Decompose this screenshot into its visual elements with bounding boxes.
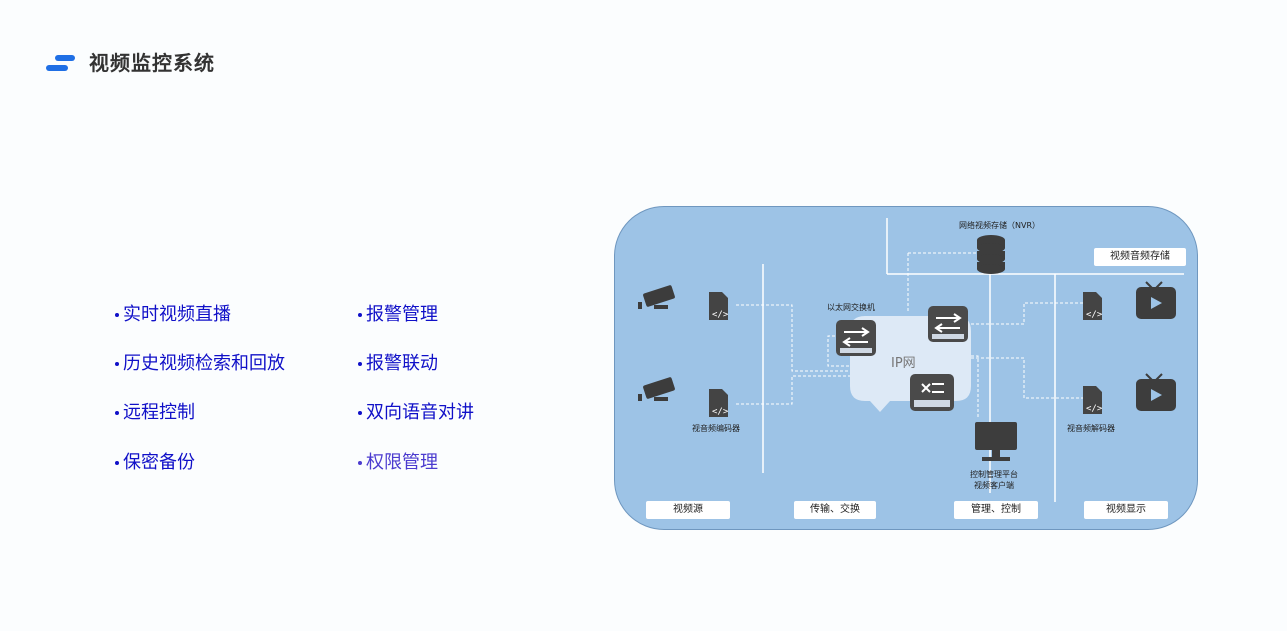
svg-text:</>: </> [712, 407, 729, 417]
feature-item: 历史视频检索和回放 [115, 349, 285, 375]
feature-item: 远程控制 [115, 398, 195, 424]
switch-icon [928, 306, 968, 342]
encoder-file-icon: </> [709, 389, 729, 417]
switch-icon [910, 374, 954, 411]
cctv-camera-icon [638, 285, 675, 309]
encoder-file-icon: </> [1083, 292, 1103, 320]
database-icon [977, 235, 1005, 274]
encoder-file-icon: </> [1083, 386, 1103, 414]
switch-icon [836, 320, 876, 356]
svg-text:</>: </> [1086, 404, 1103, 414]
category-tag: 传输、交换 [794, 501, 876, 519]
category-tag: 管理、控制 [954, 501, 1038, 519]
page-title: 视频监控系统 [89, 50, 215, 75]
feature-item: 实时视频直播 [115, 300, 231, 326]
decoder-label: 视音频解码器 [1067, 424, 1115, 433]
cctv-camera-icon [638, 377, 675, 401]
tv-play-icon [1136, 373, 1176, 411]
category-tag: 视频显示 [1084, 501, 1168, 519]
category-tag: 视频源 [646, 501, 730, 519]
storage-tag: 视频音频存储 [1094, 248, 1186, 266]
feature-item: 报警管理 [358, 300, 438, 326]
menu-bars-icon [45, 50, 77, 72]
encoder-file-icon: </> [709, 292, 729, 320]
feature-item: 报警联动 [358, 349, 438, 375]
feature-item: 保密备份 [115, 448, 195, 474]
diagram-graphics: </> </> [638, 218, 1184, 502]
client-label: 视频客户端 [974, 481, 1014, 490]
ip-network-label: IP网 [891, 356, 916, 371]
switch-label: 以太网交换机 [827, 303, 875, 312]
svg-text:</>: </> [712, 310, 729, 320]
nvr-label: 网络视频存储（NVR） [959, 221, 1041, 230]
svg-text:</>: </> [1086, 310, 1103, 320]
encoder-label: 视音频编码器 [692, 424, 740, 433]
feature-item: 权限管理 [358, 448, 438, 474]
system-diagram: </> </> [614, 206, 1198, 530]
header: 视频监控系统 [45, 46, 215, 76]
feature-item: 双向语音对讲 [358, 398, 474, 424]
monitor-icon [975, 422, 1017, 461]
tv-play-icon [1136, 281, 1176, 319]
platform-label: 控制管理平台 [970, 470, 1018, 479]
